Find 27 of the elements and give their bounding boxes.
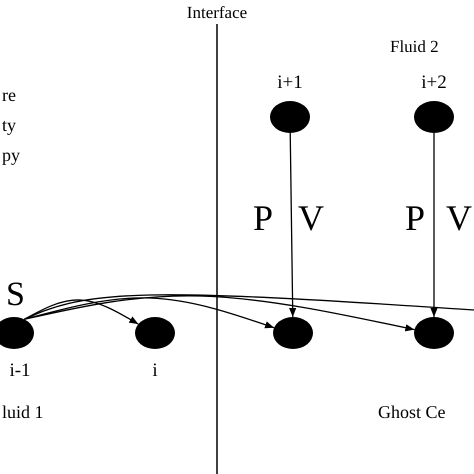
arrow bbox=[24, 299, 139, 325]
grid-point-dot bbox=[270, 101, 310, 133]
interface-label: Interface bbox=[186, 4, 248, 21]
point-index-label: i-1 bbox=[9, 361, 31, 380]
region-label: Ghost Ce bbox=[378, 403, 446, 421]
pressure-symbol: P bbox=[253, 200, 274, 236]
velocity-symbol: V bbox=[446, 200, 472, 236]
grid-point-dot bbox=[0, 317, 34, 349]
grid-point-dot bbox=[414, 317, 454, 349]
region-label: Fluid 2 bbox=[390, 38, 439, 55]
velocity-symbol: V bbox=[298, 200, 324, 236]
point-index-label: i bbox=[152, 361, 158, 380]
entropy-symbol: S bbox=[6, 278, 25, 312]
grid-point-dot bbox=[135, 317, 175, 349]
point-index-label: i+2 bbox=[421, 73, 447, 92]
arrow bbox=[430, 133, 438, 317]
pressure-symbol: P bbox=[405, 200, 426, 236]
arrow bbox=[289, 132, 296, 318]
region-label: luid 1 bbox=[2, 403, 44, 421]
point-index-label: i+1 bbox=[277, 73, 303, 92]
variable-label: re bbox=[2, 86, 16, 104]
variable-label: ty bbox=[2, 116, 16, 134]
arrow bbox=[24, 295, 415, 332]
grid-point-dot bbox=[414, 101, 454, 133]
variable-label: py bbox=[2, 146, 20, 164]
grid-point-dot bbox=[273, 317, 313, 349]
curve-line bbox=[24, 294, 474, 320]
